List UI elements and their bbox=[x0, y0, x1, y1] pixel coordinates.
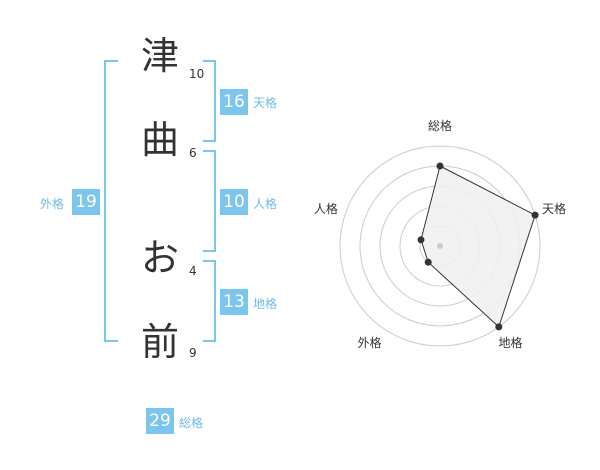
gaikaku-value: 19 bbox=[72, 189, 100, 215]
stroke-count-4: 9 bbox=[189, 346, 197, 360]
radar-axis-label-2: 天格 bbox=[542, 201, 566, 216]
soukaku-label: 総格 bbox=[179, 416, 204, 430]
name-char-2: 曲 bbox=[140, 118, 179, 162]
stroke-count-2: 6 bbox=[189, 146, 197, 160]
radar-point-1 bbox=[436, 162, 444, 170]
name-char-3: お bbox=[140, 236, 179, 280]
soukaku-value: 29 bbox=[146, 408, 174, 434]
stroke-count-3: 4 bbox=[189, 264, 197, 278]
radar-axis-label-1: 総格 bbox=[428, 118, 452, 133]
name-char-4: 前 bbox=[140, 320, 179, 364]
radar-point-5 bbox=[417, 236, 425, 244]
gaikaku-bracket bbox=[104, 60, 118, 342]
jinkaku-label: 人格 bbox=[253, 197, 278, 211]
tenkaku-label: 天格 bbox=[253, 96, 278, 110]
gaikaku-label: 外格 bbox=[40, 197, 65, 211]
radar-axis-label-3: 地格 bbox=[498, 335, 522, 350]
radar-axis-label-4: 外格 bbox=[357, 335, 381, 350]
radar-axis-label-5: 人格 bbox=[314, 201, 338, 216]
radar-grid-ring-5 bbox=[339, 145, 541, 347]
radar-point-3 bbox=[495, 323, 503, 331]
radar-point-2 bbox=[531, 211, 539, 219]
radar-center-point bbox=[437, 243, 443, 249]
chikaku-bracket bbox=[203, 260, 216, 342]
jinkaku-bracket bbox=[203, 150, 216, 252]
radar-point-4 bbox=[424, 258, 432, 266]
chikaku-value: 13 bbox=[220, 289, 248, 315]
stroke-count-1: 10 bbox=[189, 67, 205, 81]
tenkaku-value: 16 bbox=[220, 89, 248, 115]
jinkaku-value: 10 bbox=[220, 189, 248, 215]
chikaku-label: 地格 bbox=[253, 297, 278, 311]
name-char-1: 津 bbox=[140, 34, 179, 78]
tenkaku-bracket bbox=[203, 60, 216, 142]
radar-data-polygon bbox=[420, 165, 536, 328]
